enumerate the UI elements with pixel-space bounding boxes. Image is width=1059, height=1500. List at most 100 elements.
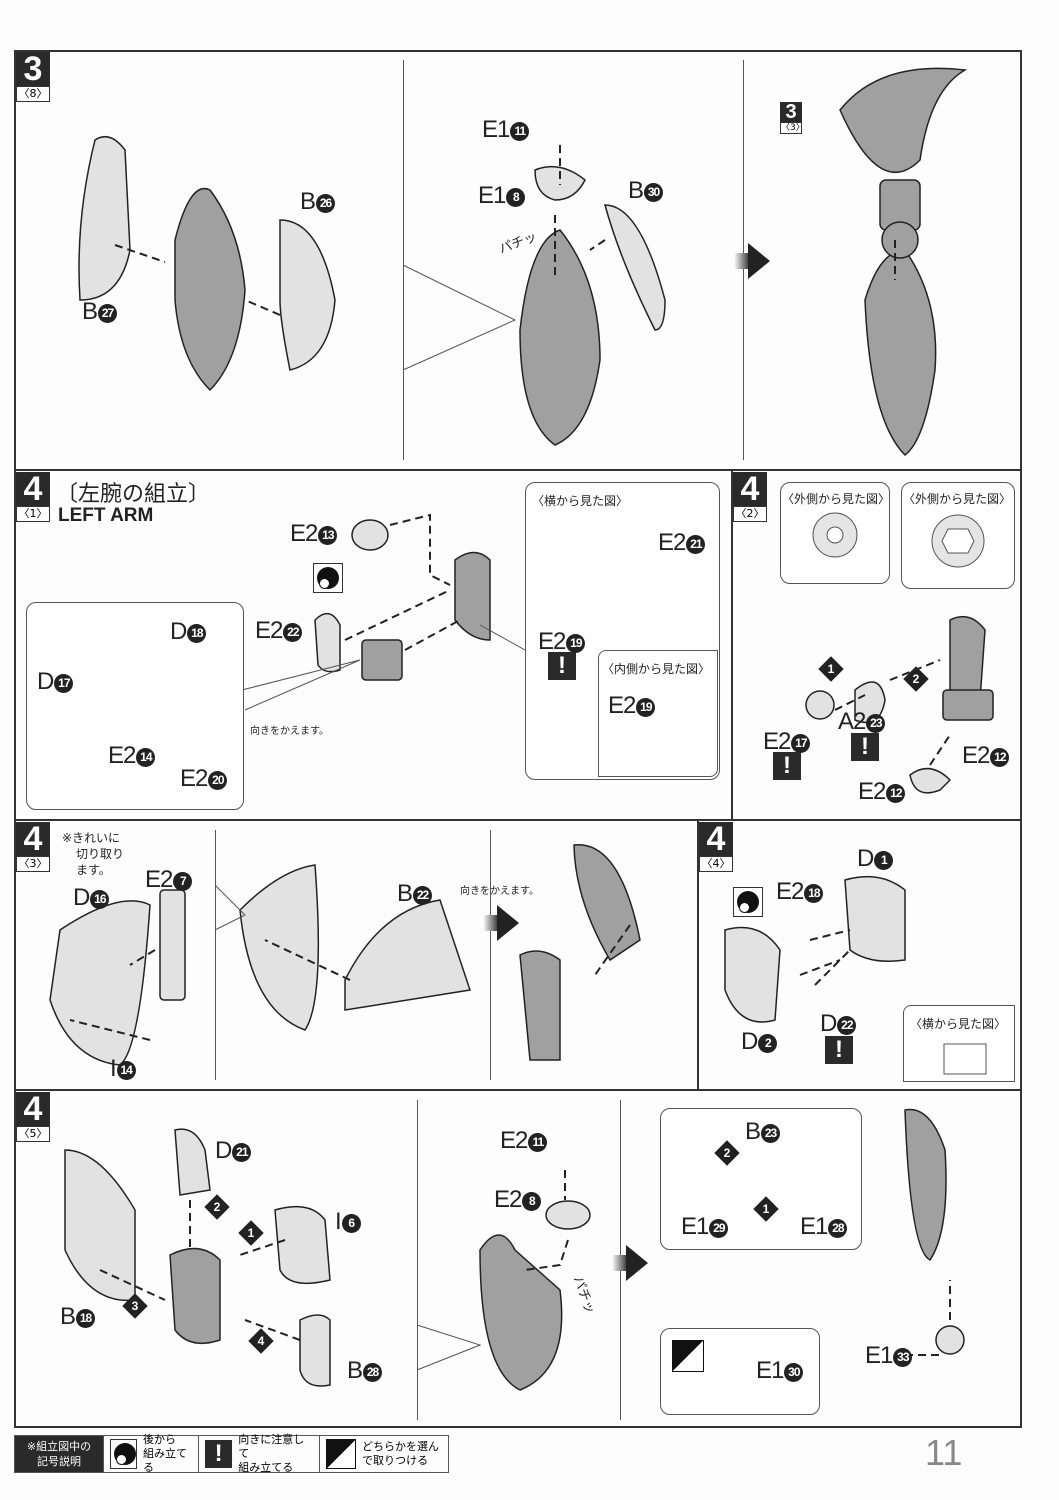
part-runner: E2 — [763, 728, 791, 755]
part-number: 18 — [76, 1309, 96, 1328]
part-body — [942, 689, 994, 721]
part-panel — [724, 926, 781, 1023]
callout-label: 〈外側から見た図〉 — [782, 492, 891, 506]
part-number: 8 — [506, 188, 526, 207]
part-number: 27 — [98, 304, 118, 323]
part-number: 17 — [54, 674, 74, 693]
part-number: 7 — [173, 872, 193, 891]
part-panel — [239, 864, 320, 1031]
callout-hand-assembly — [660, 1108, 862, 1250]
part-panel — [64, 1149, 136, 1302]
part-number: 21 — [232, 1143, 252, 1162]
part-panel — [604, 204, 666, 331]
next-step-arrow — [483, 905, 519, 941]
step-sub: 〈3〉 — [16, 856, 50, 872]
step-badge-4-2: 4〈2〉 — [733, 472, 767, 522]
step-number: 4 — [699, 822, 733, 856]
part-number: 1 — [874, 851, 894, 870]
part-number: 29 — [709, 1219, 729, 1238]
callout-label: 〈外側から見た図〉 — [903, 492, 1012, 506]
part-number: 6 — [341, 1214, 361, 1233]
part-body — [454, 551, 491, 641]
next-step-arrow — [612, 1245, 648, 1281]
part-number: 12 — [990, 748, 1010, 767]
part-panel — [351, 519, 389, 551]
part-number: 33 — [893, 1348, 913, 1367]
section-subtitle: LEFT ARM — [58, 505, 154, 526]
part-runner: B — [628, 177, 644, 204]
part-runner: E2 — [494, 1186, 522, 1213]
part-number: 28 — [363, 1363, 383, 1382]
divider — [215, 830, 216, 1080]
part-body — [519, 950, 561, 1061]
divider — [14, 819, 1022, 821]
order-mark: 2 — [204, 1194, 230, 1220]
turn-around-note: 向きをかえます。 — [250, 726, 329, 737]
part-runner: E2 — [538, 628, 566, 655]
part-runner: E2 — [180, 765, 208, 792]
part-number: 26 — [316, 194, 336, 213]
choose-one-icon — [672, 1340, 704, 1372]
part-body — [881, 221, 919, 259]
callout-side-view-2 — [903, 1005, 1015, 1082]
order-mark: 1 — [753, 1196, 779, 1222]
part-runner: D — [37, 668, 54, 695]
divider — [403, 60, 404, 460]
part-runner: E2 — [145, 866, 173, 893]
part-runner: D — [170, 618, 187, 645]
turn-around-note: 向きをかえます。 — [460, 886, 539, 897]
step-sub: 〈8〉 — [16, 86, 50, 102]
next-step-arrow — [734, 243, 770, 279]
part-panel — [935, 1325, 965, 1355]
part-runner: B — [347, 1357, 363, 1384]
part-runner: E2 — [658, 529, 686, 556]
section-title: 〔左腕の組立〕 — [56, 482, 211, 507]
part-panel — [854, 681, 886, 724]
part-runner: D — [215, 1137, 232, 1164]
note-line: ※きれいに — [62, 831, 121, 845]
part-runner: D — [820, 1010, 837, 1037]
part-number: 19 — [566, 634, 586, 653]
part-runner: E1 — [756, 1357, 784, 1384]
part-runner: E1 — [800, 1213, 828, 1240]
callout-subassembly — [26, 602, 244, 810]
page-number: 11 — [925, 1432, 963, 1473]
step-badge-4-1: 4〈1〉 — [16, 472, 50, 522]
part-number: 11 — [528, 1133, 548, 1152]
legend-choose-one: どちらかを選んで取りつける — [319, 1436, 448, 1472]
legend-heading: ※組立図中の記号説明 — [15, 1436, 103, 1472]
divider — [490, 830, 491, 1080]
part-panel — [844, 875, 906, 962]
legend-text: 組み立てる — [142, 1447, 187, 1474]
step-badge-4-4: 4〈4〉 — [699, 822, 733, 872]
callout-inner-view — [598, 650, 718, 777]
step-sub: 〈1〉 — [16, 506, 50, 522]
part-runner: E2 — [255, 617, 283, 644]
part-body — [864, 249, 937, 456]
caution-icon: ! — [825, 1036, 853, 1064]
caution-icon: ! — [205, 1440, 233, 1468]
part-panel — [159, 889, 186, 1001]
order-mark: 1 — [818, 656, 844, 682]
part-body — [479, 1234, 563, 1391]
part-number: 13 — [318, 526, 338, 545]
note-line: 切り取り — [76, 847, 125, 861]
